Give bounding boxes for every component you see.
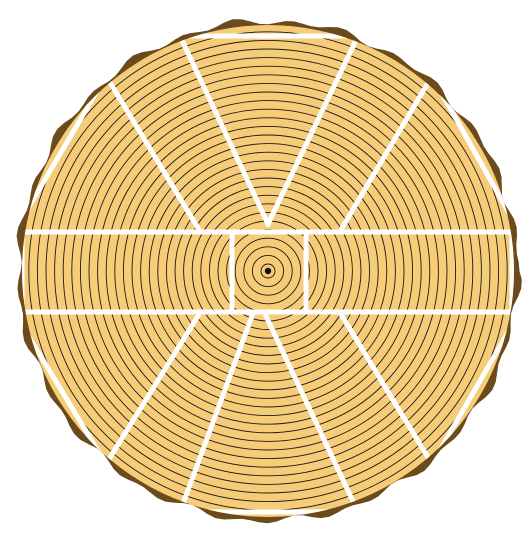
pith [265,268,271,274]
